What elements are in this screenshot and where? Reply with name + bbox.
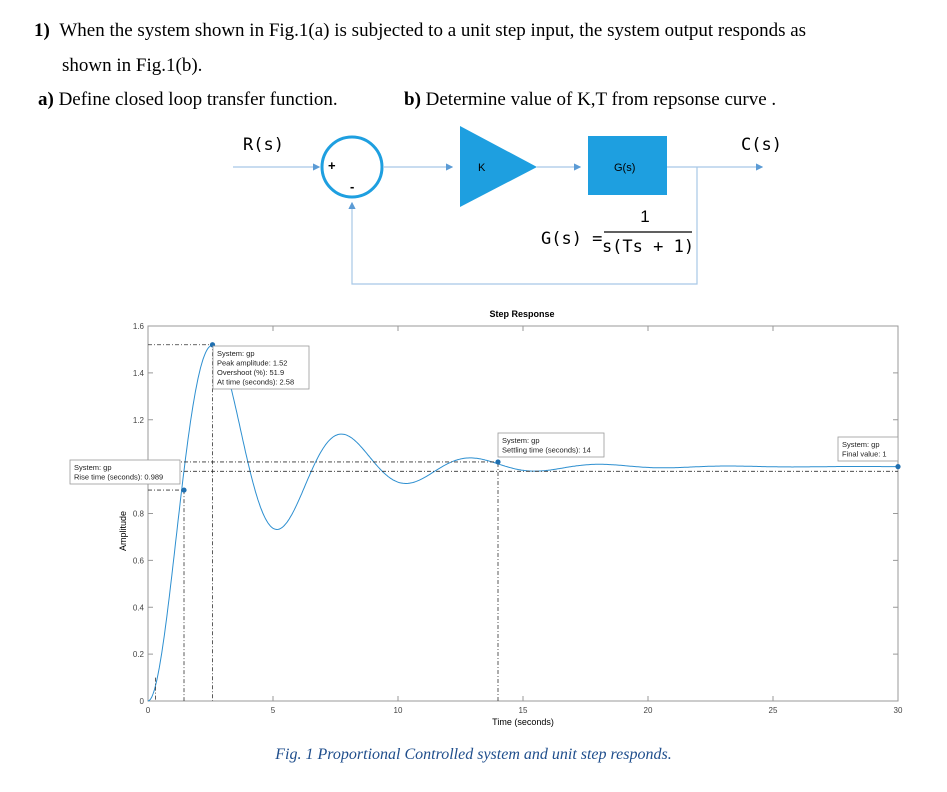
settling-time-datatip-text: Settling time (seconds): 14 bbox=[502, 446, 591, 455]
input-label: R(s) bbox=[243, 135, 284, 155]
rise-time-datatip-box bbox=[69, 459, 181, 485]
peak-datatip-text: Peak amplitude: 1.52 bbox=[217, 359, 287, 368]
rise-time-datatip-text: System: gp bbox=[74, 463, 112, 472]
peak-datatip-text: Overshoot (%): 51.9 bbox=[217, 368, 284, 377]
settling-time-datatip-box bbox=[497, 432, 605, 458]
y-tick-label: 0.4 bbox=[133, 603, 145, 612]
peak-guide-line bbox=[148, 344, 213, 701]
x-tick-label: 10 bbox=[394, 706, 403, 715]
peak-marker bbox=[209, 342, 216, 348]
y-axis-label: Amplitude bbox=[118, 511, 128, 551]
final-value-datatip-box bbox=[837, 436, 899, 462]
feedback-line bbox=[348, 167, 698, 285]
final-value-datatip-text: Final value: 1 bbox=[842, 450, 887, 459]
sum-plus-sign: + bbox=[328, 158, 336, 173]
peak-datatip-text: System: gp bbox=[217, 349, 255, 358]
y-tick-label: 0.8 bbox=[133, 510, 145, 519]
plot-frame bbox=[147, 325, 899, 702]
rise-time-datatip-text: Rise time (seconds): 0.989 bbox=[74, 473, 163, 482]
rise-marker bbox=[181, 487, 187, 493]
figure-caption: Fig. 1 Proportional Controlled system an… bbox=[275, 746, 672, 763]
x-tick-label: 15 bbox=[519, 706, 528, 715]
part-b-text: Determine value of K,T from repsonse cur… bbox=[425, 89, 777, 110]
gain-label: K bbox=[478, 162, 486, 174]
settling-marker bbox=[495, 459, 501, 465]
output-label: C(s) bbox=[741, 135, 782, 155]
tf-lhs: G(s) = bbox=[541, 229, 602, 249]
x-tick-label: 0 bbox=[146, 706, 151, 715]
x-tick-label: 20 bbox=[644, 706, 653, 715]
question-line-1: 1) When the system shown in Fig.1(a) is … bbox=[34, 20, 806, 42]
y-tick-label: 1.6 bbox=[133, 322, 145, 331]
part-a-label: a) bbox=[38, 89, 54, 110]
question-text-1: When the system shown in Fig.1(a) is sub… bbox=[59, 20, 807, 41]
block-diagram: R(s) C(s) + - K G(s) G(s) = 1 s(Ts + 1) bbox=[233, 126, 782, 285]
part-b: b) Determine value of K,T from repsonse … bbox=[404, 89, 776, 111]
y-tick-label: 0.2 bbox=[133, 650, 145, 659]
final-value-marker bbox=[895, 464, 901, 470]
summing-junction bbox=[320, 135, 384, 199]
y-tick-label: 0 bbox=[140, 697, 145, 706]
sum-minus-sign: - bbox=[350, 179, 354, 194]
y-tick-label: 1.4 bbox=[133, 369, 145, 378]
gain-block bbox=[460, 126, 537, 207]
rise-guide-line bbox=[148, 489, 185, 701]
y-tick-label: 1.2 bbox=[133, 416, 145, 425]
part-a: a) Define closed loop transfer function. bbox=[38, 89, 338, 111]
settling-time-datatip-text: System: gp bbox=[502, 436, 540, 445]
part-b-label: b) bbox=[404, 89, 421, 110]
question-line-2: shown in Fig.1(b). bbox=[62, 55, 203, 76]
response-curve bbox=[147, 344, 898, 702]
x-tick-label: 5 bbox=[271, 706, 276, 715]
final-value-datatip-text: System: gp bbox=[842, 440, 880, 449]
y-tick-label: 0.6 bbox=[133, 556, 145, 565]
peak-datatip-text: At time (seconds): 2.58 bbox=[217, 378, 294, 387]
chart-title: Step Response bbox=[489, 309, 554, 319]
tf-denominator: s(Ts + 1) bbox=[602, 237, 694, 257]
x-axis-label: Time (seconds) bbox=[492, 717, 554, 727]
settling-guide-line bbox=[148, 461, 499, 701]
x-tick-label: 25 bbox=[769, 706, 778, 715]
plant-block bbox=[588, 136, 667, 195]
question-number: 1) bbox=[34, 20, 50, 41]
peak-datatip-box bbox=[212, 345, 310, 390]
plant-label: G(s) bbox=[614, 162, 635, 174]
part-a-text: Define closed loop transfer function. bbox=[58, 89, 338, 110]
tf-numerator: 1 bbox=[640, 207, 649, 226]
x-tick-label: 30 bbox=[894, 706, 903, 715]
